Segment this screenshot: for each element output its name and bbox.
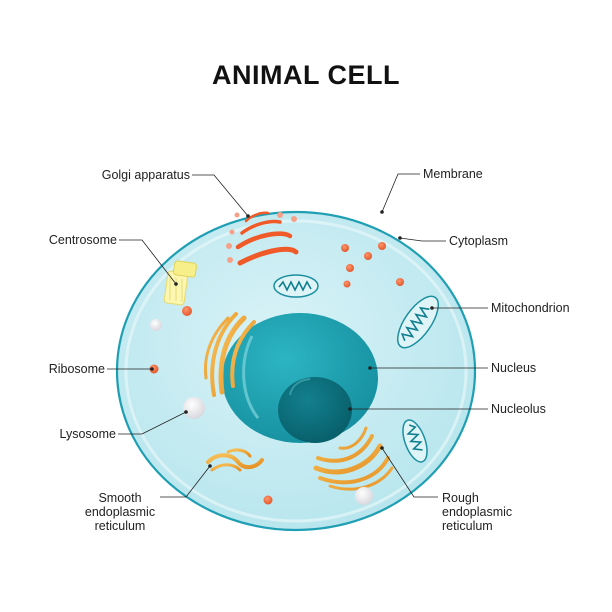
lysosome-leader (118, 411, 187, 435)
label-smooth-er-line-2: endoplasmic (84, 505, 156, 519)
nucleolus (278, 377, 352, 443)
mitochondrion-right (397, 295, 439, 349)
cytoplasm-leader (399, 237, 446, 242)
label-smooth-er-line-1: Smooth (98, 491, 142, 505)
mitochondrion-top (273, 274, 319, 298)
label-golgi-apparatus: Golgi apparatus (101, 168, 190, 182)
label-centrosome: Centrosome (48, 233, 117, 247)
membrane-leader (381, 173, 420, 213)
label-smooth-er-line-3: reticulum (94, 519, 146, 533)
ribosome (149, 364, 159, 374)
golgi-apparatus (226, 211, 299, 266)
label-ribosome: Ribosome (48, 362, 105, 376)
smooth-endoplasmic-reticulum (206, 448, 264, 472)
centrosome-leader (119, 239, 177, 285)
centrosome (163, 260, 197, 306)
leader-lines (107, 173, 488, 498)
label-mitochondrion: Mitochondrion (491, 301, 570, 315)
smooth-er-leader (160, 465, 211, 498)
label-nucleus: Nucleus (491, 361, 537, 375)
label-smooth-er: Smooth endoplasmic reticulum (80, 491, 160, 533)
label-nucleolus: Nucleolus (491, 402, 546, 416)
golgi-leader (192, 174, 249, 217)
label-rough-er-line-3: reticulum (442, 519, 493, 533)
label-rough-er-line-2: endoplasmic (442, 505, 513, 519)
label-rough-er-line-1: Rough (442, 491, 479, 505)
diagram-title: ANIMAL CELL (212, 60, 400, 90)
label-membrane: Membrane (423, 167, 483, 181)
label-cytoplasm: Cytoplasm (449, 234, 509, 248)
free-ribosomes (182, 242, 404, 505)
label-lysosome: Lysosome (59, 427, 116, 441)
rough-endoplasmic-reticulum-left (203, 312, 256, 397)
mitochondrion-bottom-right (402, 419, 428, 463)
lysosome (183, 397, 205, 419)
label-rough-er: Rough endoplasmic reticulum (442, 491, 512, 533)
rough-endoplasmic-reticulum (313, 426, 394, 491)
rough-er-leader (381, 447, 438, 498)
leader-dots (150, 210, 434, 468)
small-lysosomes (150, 319, 373, 505)
